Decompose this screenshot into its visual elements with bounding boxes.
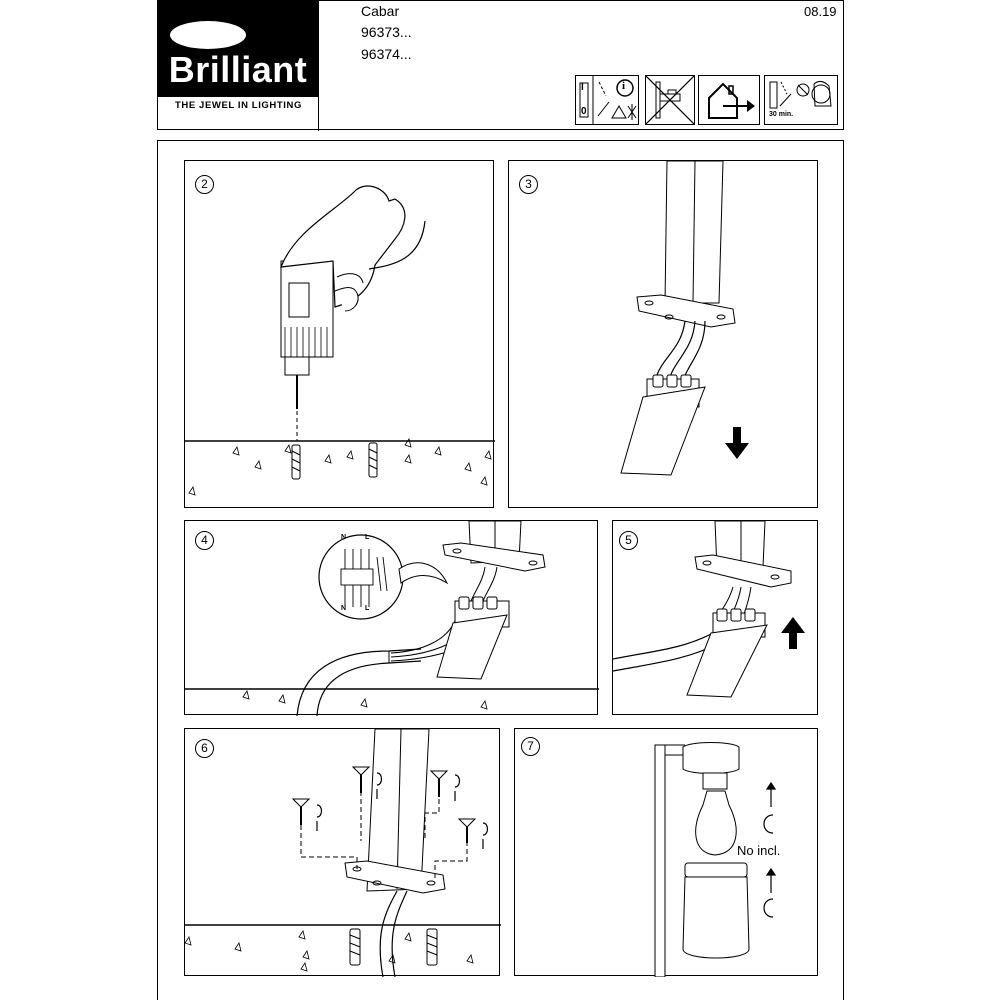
connect-wires-illustration [185,521,599,716]
rotate-icon [763,781,777,918]
switch-off-30min-icon: 30 min. [764,75,838,125]
no-wall-mounting-icon [645,75,695,125]
brand-name: Brilliant [168,49,308,90]
article-number-1: 96373... [361,24,412,40]
wall-anchor [291,442,378,480]
step-2-number: 2 [195,175,214,194]
insert-bulb-illustration [654,742,777,977]
step-6-number: 6 [195,739,214,758]
switch-on-label: I [581,82,584,93]
step-2-panel: 2 [184,160,495,508]
step-6-panel: 6 [184,728,501,977]
step-3-number: 3 [519,175,538,194]
wire-label-n-top: N [341,534,347,541]
step-5-number: 5 [619,531,638,550]
brand-tagline: THE JEWEL IN LIGHTING [175,100,302,111]
step-5-panel: 5 [612,520,818,715]
power-off-warning-icon: I 0 i [575,75,639,125]
arrow-down-icon [725,427,749,459]
logo-swoosh [170,21,246,49]
push-plate-illustration [613,521,805,698]
document-date: 08.19 [804,4,837,19]
step-7-panel: No incl. 7 [514,728,818,977]
rotate-icon [316,772,489,849]
article-number-2: 96374... [361,46,412,62]
pull-plate-illustration [620,161,749,476]
drill-illustration [185,185,495,496]
step-3-panel: 3 [508,160,818,508]
wire-label-l-top: L [365,534,370,541]
screw-icon [291,766,477,843]
step-4-panel: N L N L 4 [184,520,599,716]
switch-off-label: 0 [581,106,587,117]
not-included-note: No incl. [737,843,781,858]
wire-label-l-bottom: L [365,605,370,612]
screw-base-illustration [185,729,501,977]
product-name: Cabar [361,3,400,19]
step-7-number: 7 [521,737,540,756]
step-4-number: 4 [195,531,214,550]
wire-label-n-bottom: N [341,605,347,612]
brand-logo: Brilliant [158,1,318,97]
header-divider [318,1,319,131]
header-frame: Brilliant THE JEWEL IN LIGHTING Cabar 96… [157,0,844,131]
arrow-up-icon [781,617,805,649]
cooldown-label: 30 min. [769,111,794,118]
indoor-outdoor-icon [698,75,760,125]
info-label: i [622,80,626,92]
